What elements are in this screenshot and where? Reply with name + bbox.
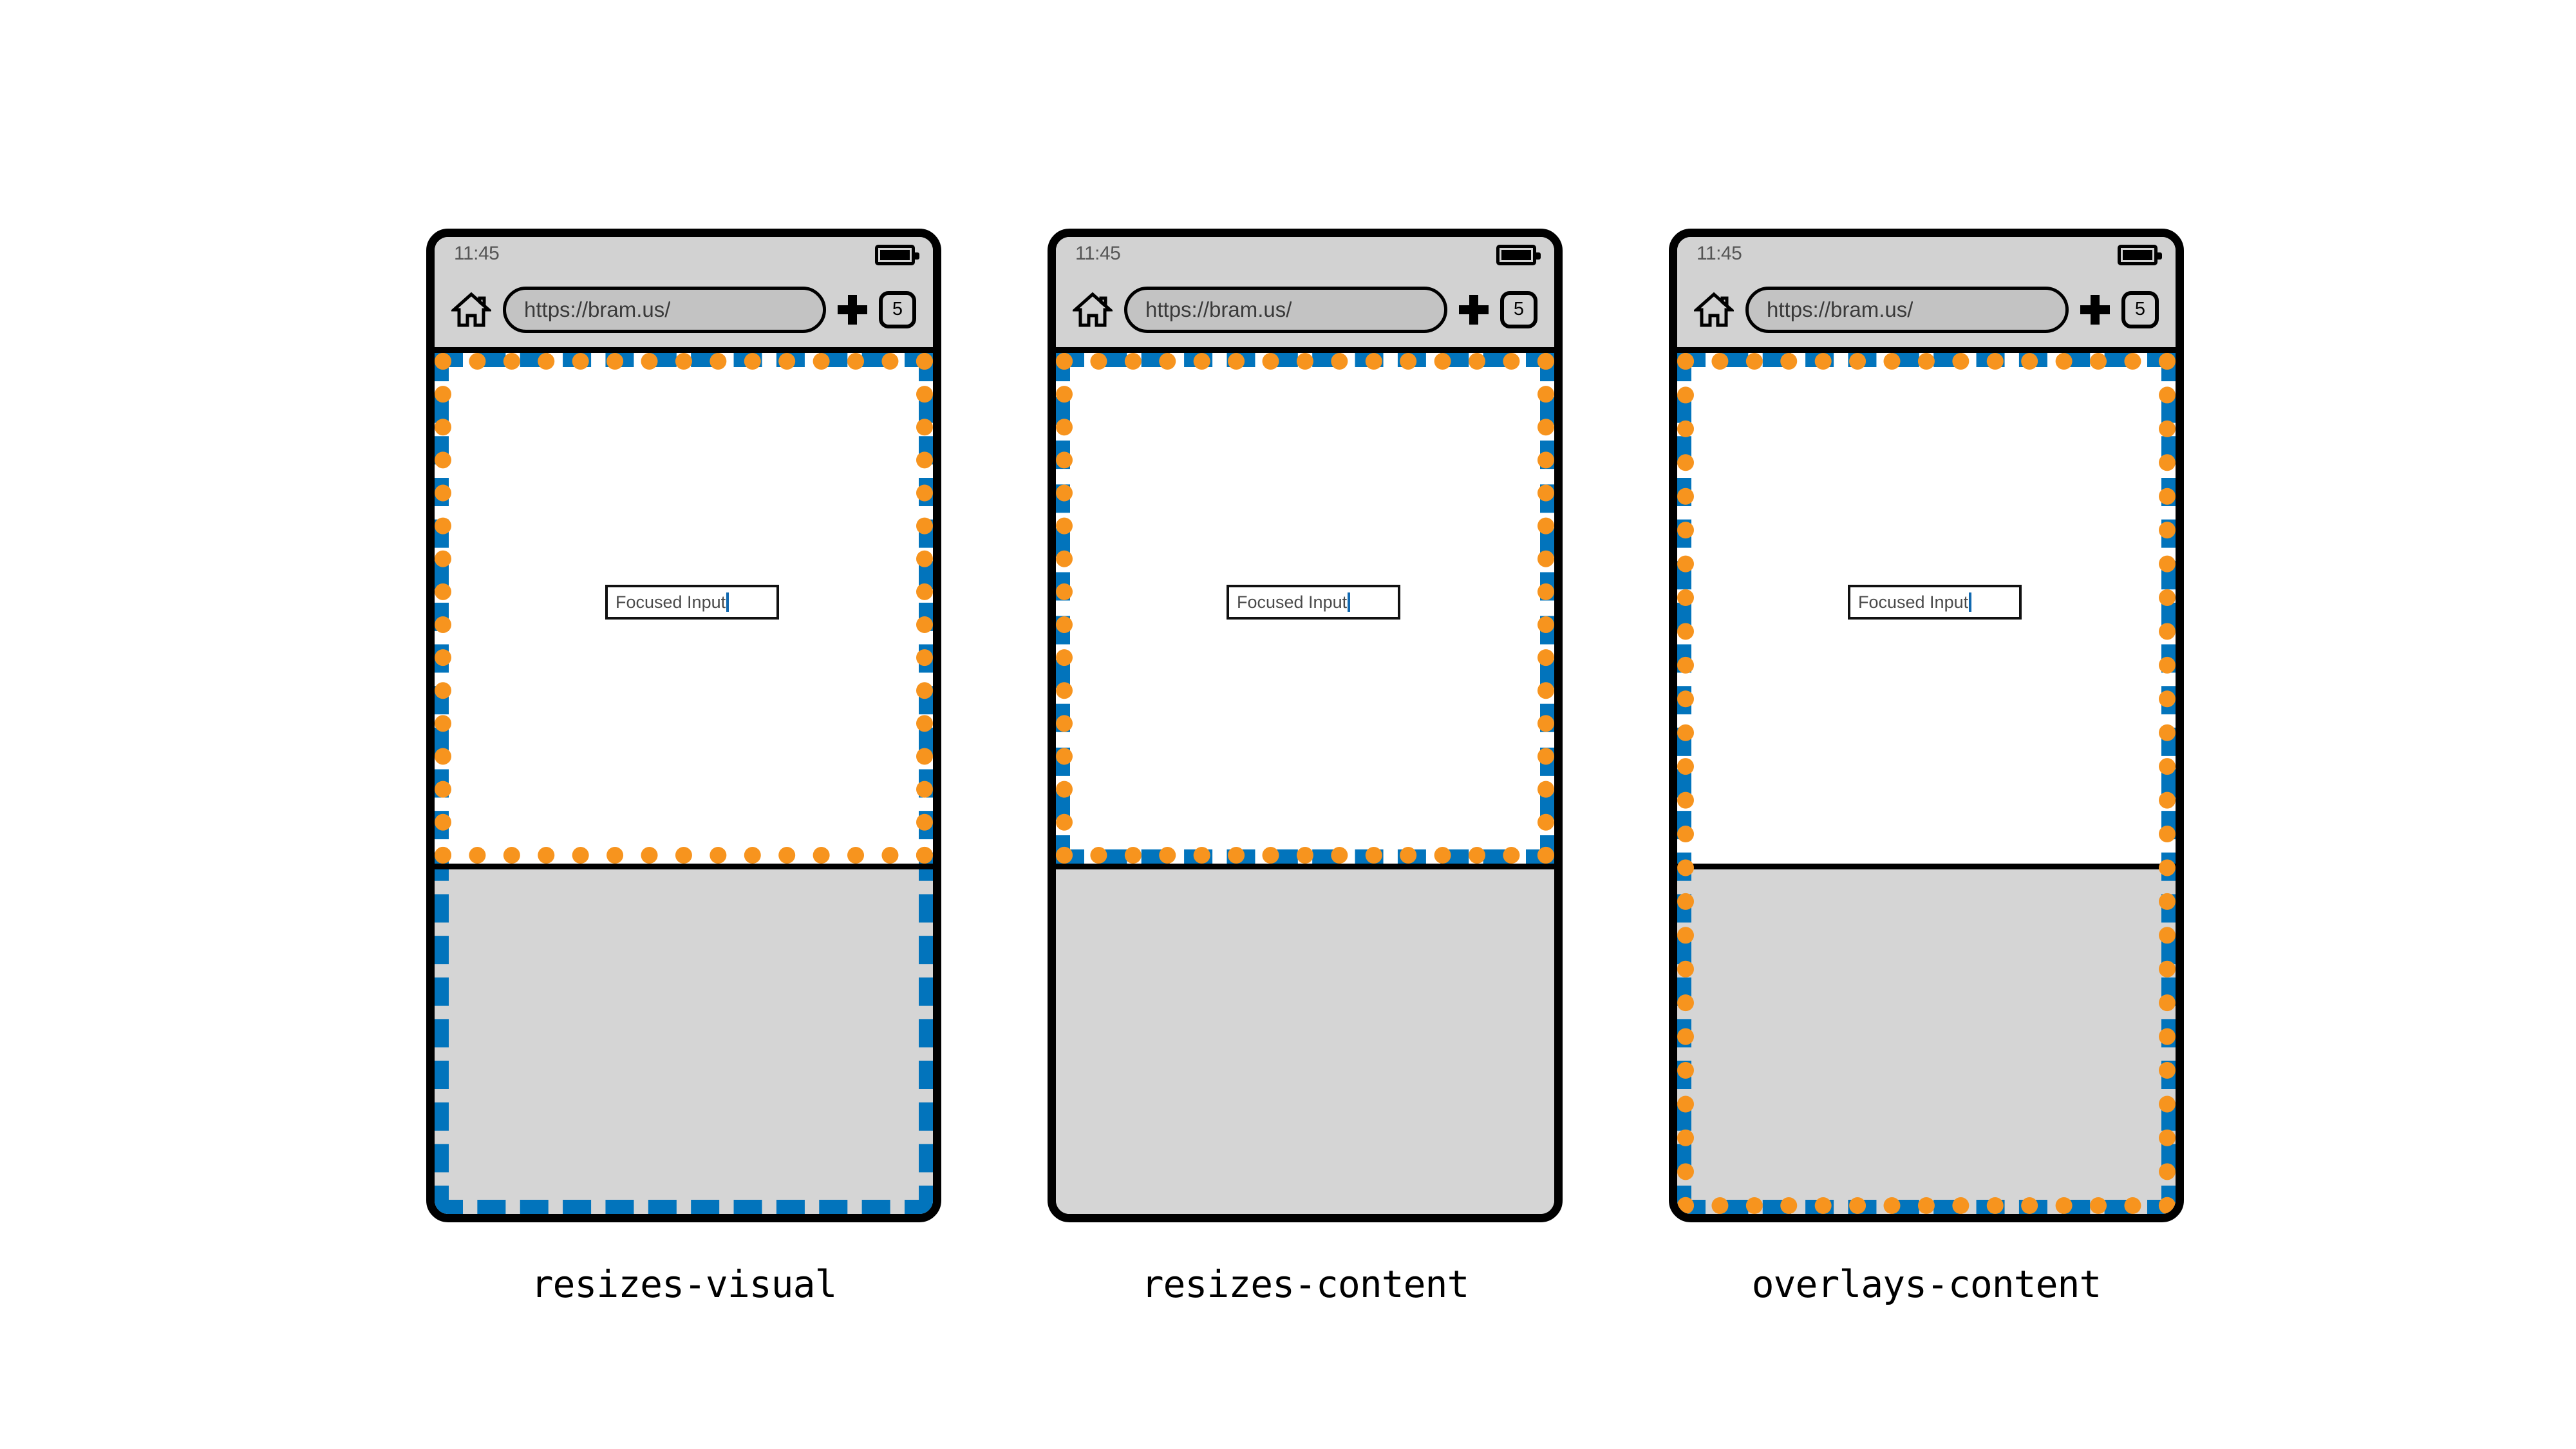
status-clock: 11:45 xyxy=(454,243,500,264)
keyboard-divider xyxy=(1677,864,2176,869)
caption-resizes-content: resizes-content xyxy=(1141,1262,1470,1306)
url-text: https://bram.us/ xyxy=(1767,297,1913,321)
text-caret xyxy=(1348,592,1351,612)
virtual-keyboard xyxy=(1056,869,1554,1214)
url-bar[interactable]: https://bram.us/ xyxy=(503,286,826,333)
battery-full-icon xyxy=(1496,245,1541,265)
battery-full-icon xyxy=(2118,245,2162,265)
browser-chrome: 11:45 https://bram.us/ 5 xyxy=(1677,237,2176,353)
caption-resizes-visual: resizes-visual xyxy=(531,1262,838,1306)
browser-toolbar: https://bram.us/ 5 xyxy=(1677,272,2176,347)
battery-full-icon xyxy=(875,245,919,265)
url-text: https://bram.us/ xyxy=(524,297,671,321)
focused-input[interactable]: Focused Input xyxy=(1227,585,1400,620)
status-clock: 11:45 xyxy=(1697,243,1742,264)
tab-count-button[interactable]: 5 xyxy=(879,290,916,328)
text-caret xyxy=(1969,592,1972,612)
status-bar: 11:45 xyxy=(435,237,933,272)
focused-input-value: Focused Input xyxy=(1858,592,1969,612)
keyboard-divider xyxy=(1056,864,1554,869)
focused-input[interactable]: Focused Input xyxy=(605,585,779,620)
virtual-keyboard xyxy=(435,869,933,1214)
plus-icon[interactable] xyxy=(838,294,867,325)
plus-icon[interactable] xyxy=(1459,294,1489,325)
home-icon[interactable] xyxy=(1694,292,1734,328)
caption-overlays-content: overlays-content xyxy=(1751,1262,2102,1306)
plus-icon[interactable] xyxy=(2080,294,2110,325)
panel-overlays-content: Focused Input 11:45 https://bram.us/ xyxy=(1669,229,2184,1222)
home-icon[interactable] xyxy=(1073,292,1113,328)
panel-resizes-visual: Focused Input 11:45 https://bram.us xyxy=(426,229,941,1222)
status-bar: 11:45 xyxy=(1056,237,1554,272)
browser-chrome: 11:45 https://bram.us/ 5 xyxy=(435,237,933,353)
focused-input[interactable]: Focused Input xyxy=(1848,585,2022,620)
home-icon[interactable] xyxy=(451,292,491,328)
browser-toolbar: https://bram.us/ 5 xyxy=(435,272,933,347)
virtual-keyboard xyxy=(1677,869,2176,1214)
tab-count-button[interactable]: 5 xyxy=(2121,290,2159,328)
keyboard-divider xyxy=(435,864,933,869)
focused-input-value: Focused Input xyxy=(616,592,726,612)
status-clock: 11:45 xyxy=(1075,243,1121,264)
phone-mockup: Focused Input 11:45 https://bram.us xyxy=(426,229,941,1222)
url-bar[interactable]: https://bram.us/ xyxy=(1745,286,2069,333)
text-caret xyxy=(726,592,729,612)
focused-input-value: Focused Input xyxy=(1237,592,1348,612)
status-bar: 11:45 xyxy=(1677,237,2176,272)
url-text: https://bram.us/ xyxy=(1145,297,1292,321)
url-bar[interactable]: https://bram.us/ xyxy=(1124,286,1447,333)
phone-mockup: Focused Input 11:45 https://bram.us/ xyxy=(1048,229,1563,1222)
tab-count-button[interactable]: 5 xyxy=(1500,290,1537,328)
phone-mockup: Focused Input 11:45 https://bram.us/ xyxy=(1669,229,2184,1222)
panel-resizes-content: Focused Input 11:45 https://bram.us/ xyxy=(1048,229,1563,1222)
browser-toolbar: https://bram.us/ 5 xyxy=(1056,272,1554,347)
browser-chrome: 11:45 https://bram.us/ 5 xyxy=(1056,237,1554,353)
